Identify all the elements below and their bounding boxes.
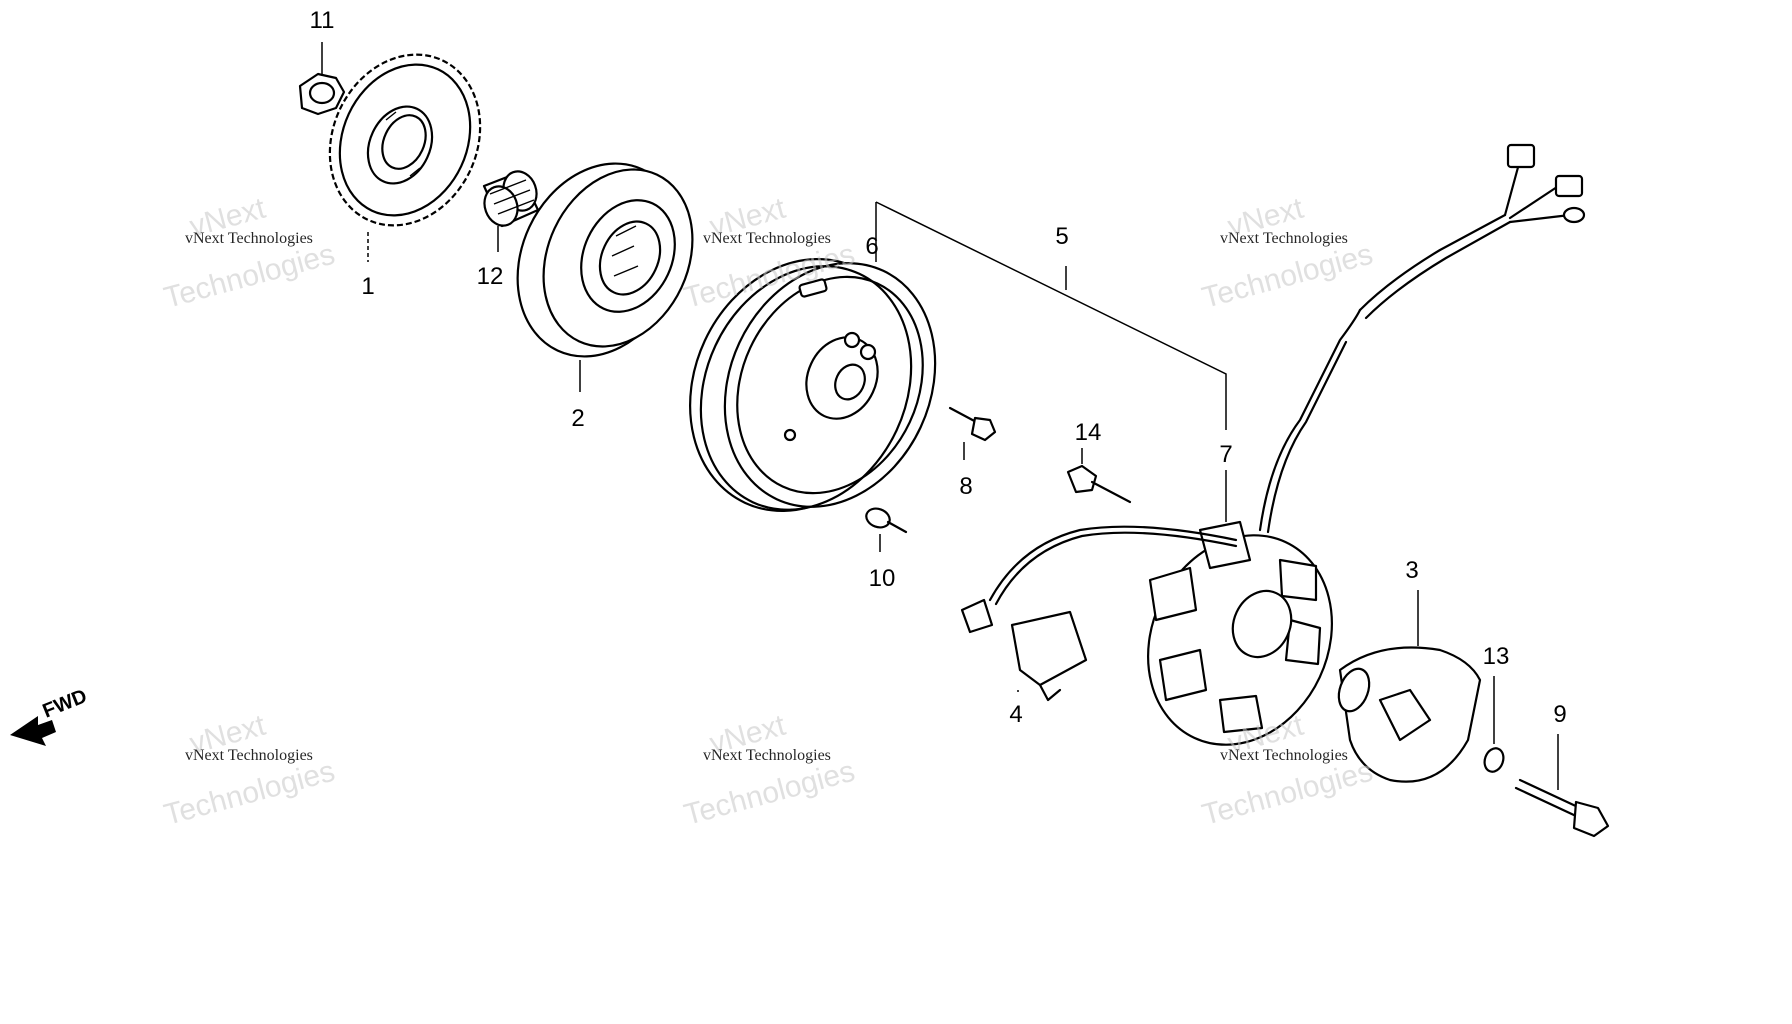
watermark-top-right: vNext vNext Technologies Technologies	[1199, 192, 1377, 315]
part-13-washer[interactable]	[1481, 746, 1506, 775]
part-6-flywheel[interactable]	[650, 223, 974, 547]
part-9-bolt[interactable]	[1514, 778, 1610, 838]
part-8-bolt[interactable]	[948, 406, 997, 442]
callouts: 11 1 12 2 6 5 8 14 7 10 4 3 13 9	[310, 7, 1567, 728]
group-bracket-5	[875, 201, 1227, 430]
part-10-screw[interactable]	[864, 505, 908, 534]
watermark-text: vNext Technologies	[185, 747, 313, 764]
watermark-bottom-left: vNext vNext Technologies Technologies	[161, 709, 339, 832]
callout-1: 1	[361, 273, 374, 300]
callout-14: 14	[1075, 419, 1102, 446]
callout-6: 6	[865, 233, 878, 260]
watermark-text: vNext Technologies	[1220, 230, 1348, 247]
callout-4: 4	[1009, 701, 1022, 728]
callout-13: 13	[1483, 643, 1510, 670]
callout-11: 11	[310, 7, 335, 34]
part-12-needle-bearing[interactable]	[479, 167, 542, 231]
callout-8: 8	[959, 473, 972, 500]
forward-direction-indicator: FWD	[10, 685, 90, 746]
callout-10: 10	[869, 565, 896, 592]
watermark-technologies: Technologies	[681, 755, 859, 832]
callout-7: 7	[1219, 441, 1232, 468]
callout-3: 3	[1405, 557, 1418, 584]
part-1-starter-driven-gear[interactable]	[303, 30, 508, 250]
watermark-text: vNext Technologies	[703, 747, 831, 764]
part-3-cover-plate[interactable]	[1333, 646, 1482, 783]
part-14-bolt[interactable]	[1066, 464, 1132, 504]
watermark-technologies: Technologies	[161, 755, 339, 832]
watermark-top-left: vNext vNext Technologies Technologies	[161, 192, 339, 315]
watermark-technologies: Technologies	[1199, 755, 1377, 832]
watermark-bottom-center: vNext vNext Technologies Technologies	[681, 709, 859, 832]
part-4-pulse-generator[interactable]	[960, 598, 1088, 702]
fwd-label: FWD	[40, 685, 90, 722]
leader-lines	[321, 42, 1559, 790]
callout-5: 5	[1055, 223, 1068, 250]
part-11-nut[interactable]	[298, 72, 346, 116]
watermark-text: vNext Technologies	[703, 230, 831, 247]
watermark-text: vNext Technologies	[1220, 747, 1348, 764]
watermark-technologies: Technologies	[161, 238, 339, 315]
callout-2: 2	[571, 405, 584, 432]
part-2-starter-clutch[interactable]	[487, 136, 720, 383]
callout-12: 12	[477, 263, 504, 290]
callout-9: 9	[1553, 701, 1566, 728]
part-7-stator[interactable]	[988, 143, 1586, 775]
watermark-text: vNext Technologies	[185, 230, 313, 247]
forward-arrow-icon	[10, 716, 56, 746]
watermark-technologies: Technologies	[1199, 238, 1377, 315]
